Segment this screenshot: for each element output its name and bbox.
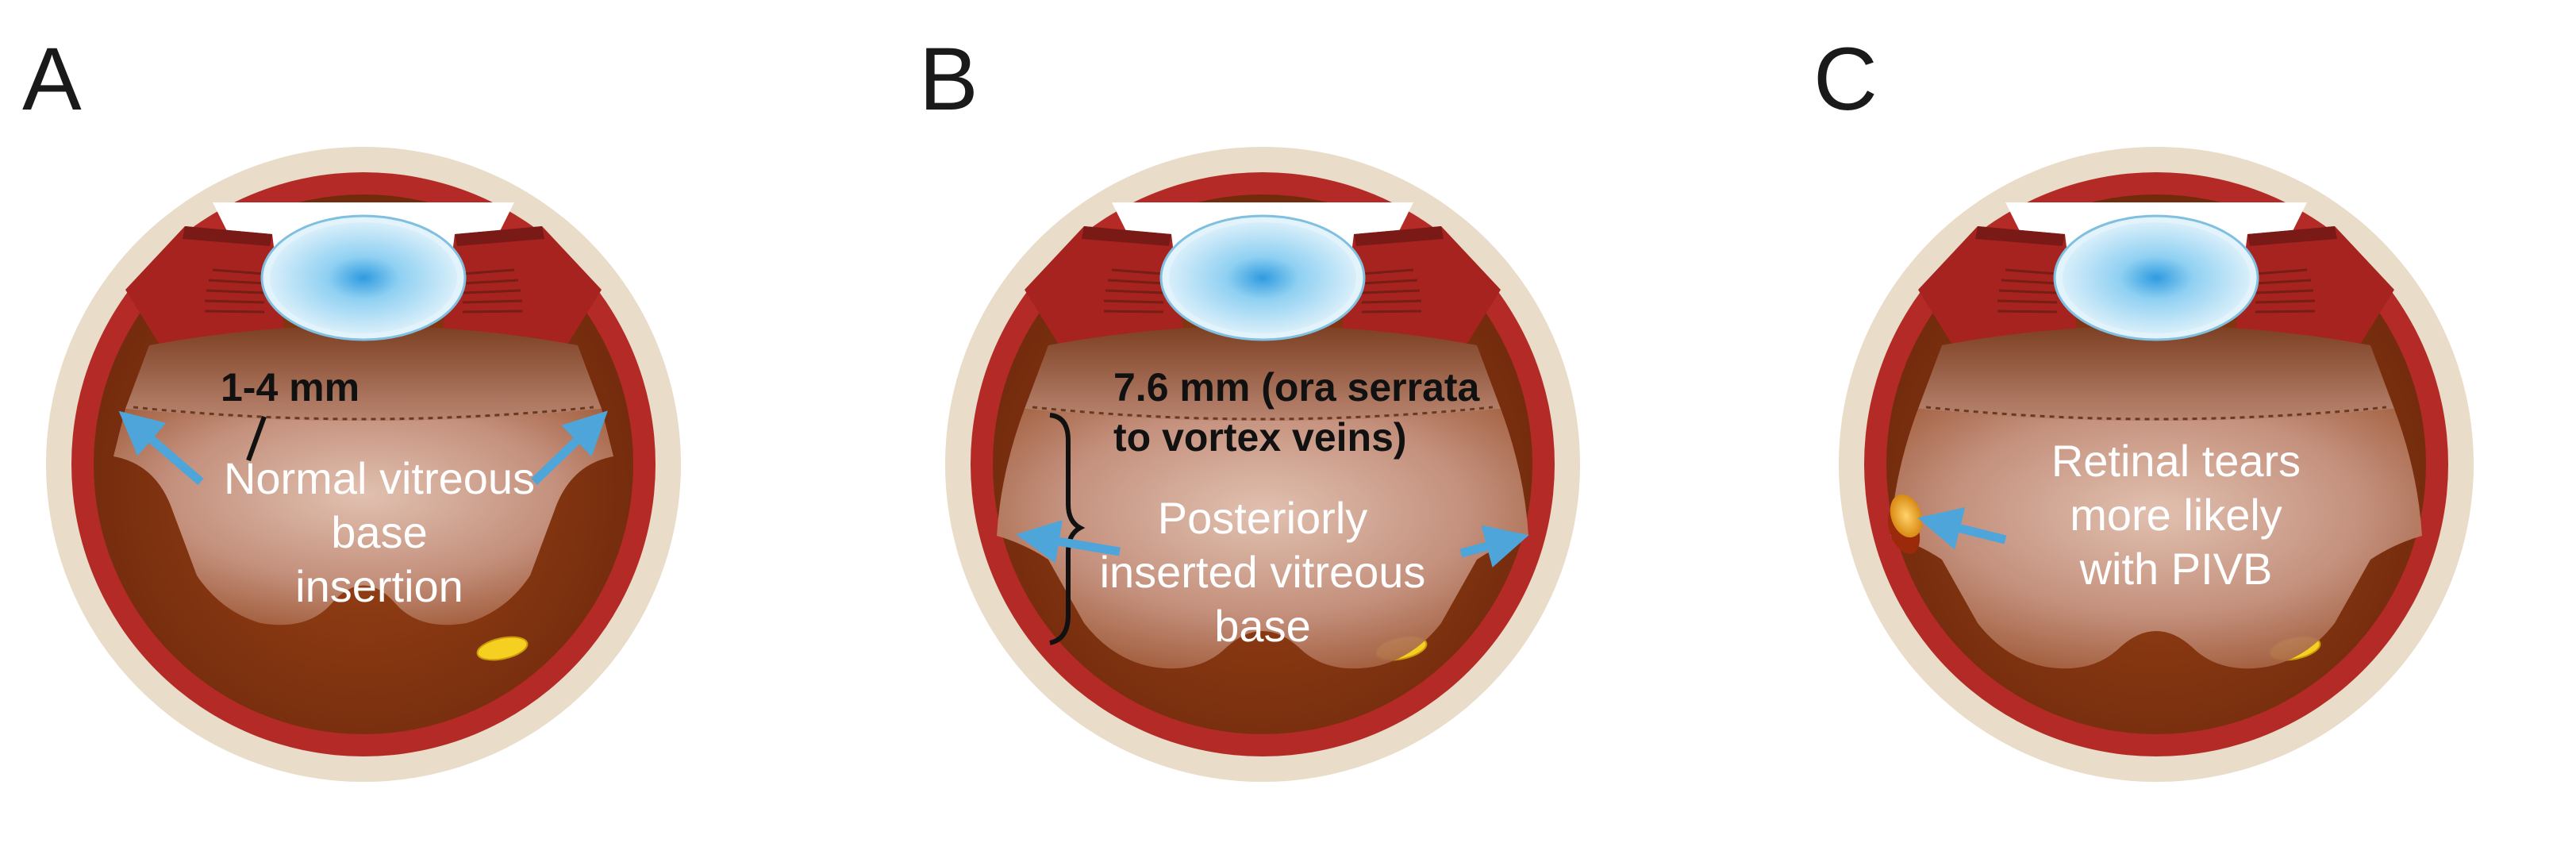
label-c-line1: Retinal tears bbox=[2051, 436, 2301, 486]
label-b-line2: inserted vitreous bbox=[1100, 547, 1426, 597]
arrow-right-a bbox=[531, 410, 608, 485]
label-c-line2: more likely bbox=[2070, 490, 2282, 540]
eye-b bbox=[944, 145, 1582, 783]
measure-label-a: 1-4 mm bbox=[221, 365, 359, 410]
panel-c-letter: C bbox=[1813, 29, 1878, 129]
measure-brace-b bbox=[1049, 413, 1086, 645]
vitreous-base-a bbox=[113, 409, 613, 625]
arrow-left-b bbox=[1016, 520, 1121, 564]
panel-b-letter: B bbox=[919, 29, 978, 129]
measure-label-b-line1: 7.6 mm (ora serrata bbox=[1113, 365, 1481, 410]
vitreous-base-b bbox=[997, 409, 1528, 669]
label-a-line3: insertion bbox=[295, 561, 463, 611]
vitreous-base-c bbox=[1890, 409, 2422, 669]
measure-label-b-line2: to vortex veins) bbox=[1113, 415, 1407, 460]
panel-a-letter: A bbox=[22, 29, 82, 129]
label-b-line1: Posteriorly bbox=[1158, 493, 1368, 543]
label-a-line2: base bbox=[331, 507, 427, 557]
label-a-line1: Normal vitreous bbox=[224, 453, 535, 503]
arrow-right-b bbox=[1459, 525, 1529, 568]
eye-c bbox=[1837, 145, 2475, 783]
eye-a bbox=[44, 145, 682, 783]
measure-tick-a bbox=[246, 415, 267, 462]
label-c-line3: with PIVB bbox=[2079, 544, 2273, 594]
arrow-left-a bbox=[118, 410, 204, 486]
panel-a: A 1-4 mm Normal vitreous base insertion bbox=[22, 29, 682, 783]
arrow-tear-c bbox=[1917, 506, 2007, 550]
panel-c: C Retinal tears more likely with PIVB bbox=[1813, 29, 2475, 783]
panel-b: B 7.6 mm (ora serrata to vortex veins) P… bbox=[919, 29, 1582, 783]
label-b-line3: base bbox=[1214, 601, 1310, 651]
retinal-tear-icon bbox=[1887, 494, 1923, 554]
